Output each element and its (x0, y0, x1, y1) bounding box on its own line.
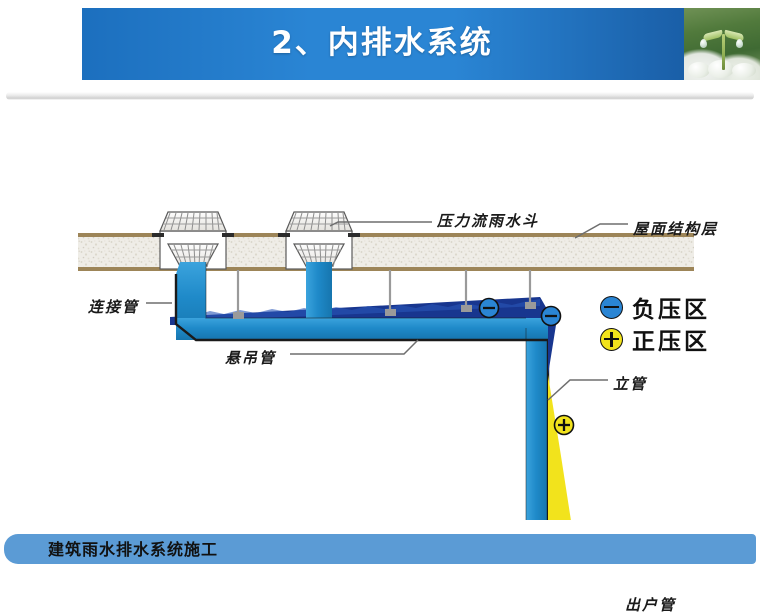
pipe-hangers (236, 270, 532, 315)
label-hanging-pipe: 悬吊管 (225, 349, 277, 367)
label-connecting-pipe: 连接管 (88, 298, 140, 316)
label-outlet-pipe: 出户管 (625, 596, 677, 614)
negative-pressure-marker (540, 305, 562, 327)
photo-pebble (732, 63, 756, 78)
positive-pressure-zone (548, 375, 571, 520)
label-pressure-flow-drain: 压力流雨水斗 (437, 212, 540, 230)
pressure-zone-legend: 负压区 正压区 (600, 292, 750, 356)
photo-water-droplet (736, 39, 743, 48)
roof-drain-unit-2 (278, 211, 360, 270)
legend-label-negative: 负压区 (632, 297, 710, 323)
photo-seedling-stem (722, 34, 725, 70)
minus-circle-icon (600, 295, 623, 319)
hanger-feet (233, 302, 536, 319)
plus-circle-icon (600, 327, 623, 351)
negative-pressure-tail (540, 297, 556, 375)
header-banner: 2、内排水系统 (82, 8, 682, 80)
legend-item-negative: 负压区 (600, 292, 750, 323)
legend-label-positive: 正压区 (632, 329, 710, 355)
header-photo (682, 8, 760, 80)
leader-riser (547, 379, 608, 401)
photo-pebble (708, 60, 734, 78)
photo-pebble (688, 62, 710, 78)
label-roof-structural-layer: 屋面结构层 (633, 220, 719, 238)
label-riser-pipe: 立管 (613, 375, 648, 393)
footer-caption: 建筑雨水排水系统施工 (48, 540, 219, 559)
photo-water-droplet (700, 39, 707, 48)
roof-drain-unit-1 (152, 211, 234, 270)
diagram-canvas (78, 211, 694, 520)
legend-item-positive: 正压区 (600, 324, 750, 355)
leader-hanging-pipe (290, 339, 419, 355)
negative-pressure-marker (478, 297, 500, 319)
leader-drain (329, 221, 432, 227)
page-title: 2、内排水系统 (271, 25, 493, 61)
footer-bar (4, 534, 756, 564)
header-divider (6, 92, 754, 100)
leader-roof (574, 223, 628, 239)
positive-pressure-marker (553, 414, 575, 436)
leader-lines (146, 221, 628, 401)
drainage-system-diagram: 压力流雨水斗 屋面结构层 连接管 悬吊管 立管 出户管 负压区 正压区 (0, 100, 760, 614)
